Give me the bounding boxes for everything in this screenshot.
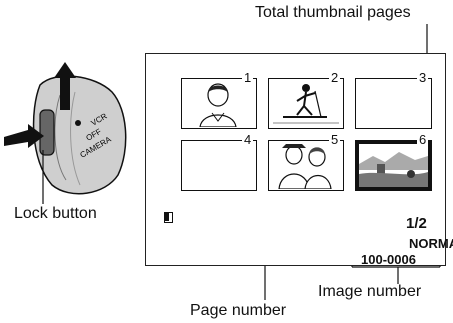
- thumbnail-number-4: 4: [242, 132, 254, 147]
- thumbnail-3[interactable]: [355, 78, 432, 129]
- mode-dial: [32, 75, 127, 195]
- thumbnail-1[interactable]: [181, 78, 257, 129]
- memory-card-icon: [164, 212, 173, 223]
- thumbnail-number-2: 2: [329, 70, 341, 85]
- landscape-icon: [359, 144, 428, 187]
- thumbnail-screen: 1 2 3 4 5 6 1/2 NORMAL 100-0006: [145, 53, 453, 267]
- quality-mode: NORMAL: [409, 236, 453, 251]
- press-arrow-icon: [4, 124, 44, 148]
- slide-up-arrow-icon: [54, 62, 76, 110]
- skier-icon: [273, 84, 339, 124]
- total-thumbnail-pages-label: Total thumbnail pages: [255, 4, 411, 21]
- thumbnail-4[interactable]: [181, 140, 257, 191]
- thumbnail-5[interactable]: [268, 140, 344, 191]
- page-indicator: 1/2: [406, 215, 427, 232]
- couple-icon: [278, 144, 332, 190]
- person-portrait-icon: [199, 83, 237, 128]
- lock-button-label: Lock button: [14, 205, 97, 222]
- thumbnail-number-6: 6: [417, 132, 429, 147]
- thumbnail-number-5: 5: [329, 132, 341, 147]
- image-number-label: Image number: [318, 283, 422, 300]
- page-number-label: Page number: [190, 302, 287, 319]
- thumbnail-2[interactable]: [268, 78, 344, 129]
- thumbnail-number-3: 3: [417, 70, 429, 85]
- image-number: 100-0006: [361, 252, 416, 267]
- thumbnail-number-1: 1: [242, 70, 254, 85]
- lock-button[interactable]: [39, 109, 55, 156]
- thumbnail-6[interactable]: [355, 140, 432, 191]
